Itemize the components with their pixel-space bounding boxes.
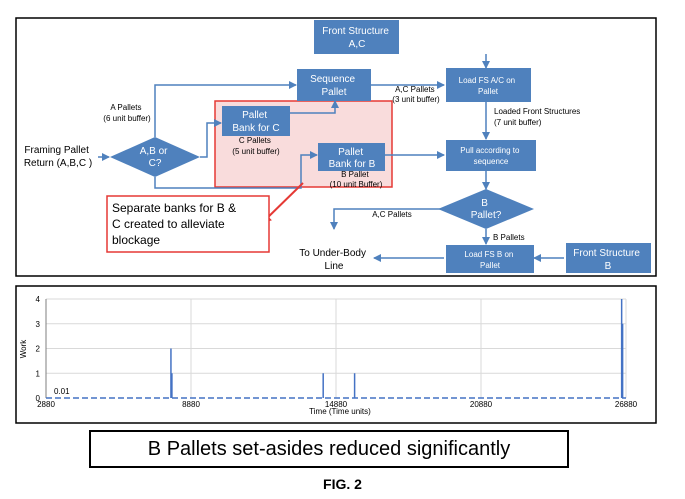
load-fs-ac-label: Load FS A/C on Pallet [459,76,518,96]
x-tick-label: 26880 [615,400,638,409]
y-axis-title: Work [19,339,28,359]
loaded-fs-label: Loaded Front Structures (7 unit buffer) [494,107,583,127]
pallet-bank-c-box [222,106,290,136]
process-boxes: Front Structure A,C Sequence Pallet Load… [222,20,651,273]
arrow-a-pallets [154,81,297,137]
callout-text: Separate banks for B & C created to alle… [112,201,239,247]
front-structure-ac-box [314,20,399,54]
pull-sequence-box [446,140,536,171]
y-tick-label: 3 [36,320,41,329]
work-chart: 0 1 2 3 4 2880 8880 14880 20880 26880 0.01 Time (… [15,285,657,424]
pallet-bank-b-box [318,143,385,171]
load-fs-b-box [446,245,534,273]
arrow-to-bank-b [154,151,318,189]
b-pallets-label: B Pallets [493,233,525,242]
ac-pallets-label: A,C Pallets [372,210,412,219]
y-tick-label: 4 [36,295,41,304]
b-pallet-label: B Pallet (10 unit Buffer) [330,170,383,189]
front-structure-ac-label: Front Structure A,C [322,26,391,50]
chart-axes [45,299,626,399]
arrow-to-bank-c [200,119,222,158]
a-pallets-label: A Pallets (6 unit buffer) [103,103,151,123]
decision-b-label: B Pallet? [471,198,502,221]
load-fs-b-label: Load FS B on Pallet [464,250,515,270]
x-tick-label: 2880 [37,400,55,409]
ac-pallets-buffer-label: A,C Pallets (3 unit buffer) [392,85,440,104]
connectors [98,54,564,262]
decision-abc-diamond [110,137,200,177]
sequence-pallet-box [297,69,371,101]
front-structure-b-box [566,243,651,273]
annotation-label: 0.01 [54,387,70,396]
decision-abc-label: A,B or C? [140,146,171,169]
load-fs-ac-box [446,68,531,102]
x-tick-label: 8880 [182,400,200,409]
process-flow-diagram: Front Structure A,C Sequence Pallet Load… [15,17,657,277]
y-tick-label: 1 [36,369,41,378]
sequence-pallet-label: Sequence Pallet [310,74,358,98]
arrow-ac-to-underbody [330,208,444,230]
pallet-bank-b-label: Pallet Bank for B [329,147,376,170]
pallet-bank-c-label: Pallet Bank for C [232,110,279,134]
chart-grid [45,298,627,398]
x-tick-label: 20880 [470,400,493,409]
caption-box: B Pallets set-asides reduced significant… [89,430,569,468]
x-tick-label: 14880 [325,400,348,409]
front-structure-b-label: Front Structure B [573,248,642,272]
x-axis-title: Time (Time units) [309,407,371,416]
chart-tick-labels: 0 1 2 3 4 2880 8880 14880 20880 26880 [36,295,638,409]
callout-box [106,195,270,253]
framing-return-label: Framing Pallet Return (A,B,C ) [24,145,92,169]
arrow-bank-c-to-sequence [289,100,339,114]
figure-label: FIG. 2 [323,476,362,492]
pull-sequence-label: Pull according to sequence [460,146,521,166]
y-tick-label: 2 [36,345,41,354]
y-tick-label: 0 [36,394,41,403]
chart-series [170,299,624,398]
c-pallets-label: C Pallets (5 unit buffer) [232,136,280,156]
under-body-label: To Under-Body Line [299,248,368,272]
decision-b-diamond [438,189,534,229]
